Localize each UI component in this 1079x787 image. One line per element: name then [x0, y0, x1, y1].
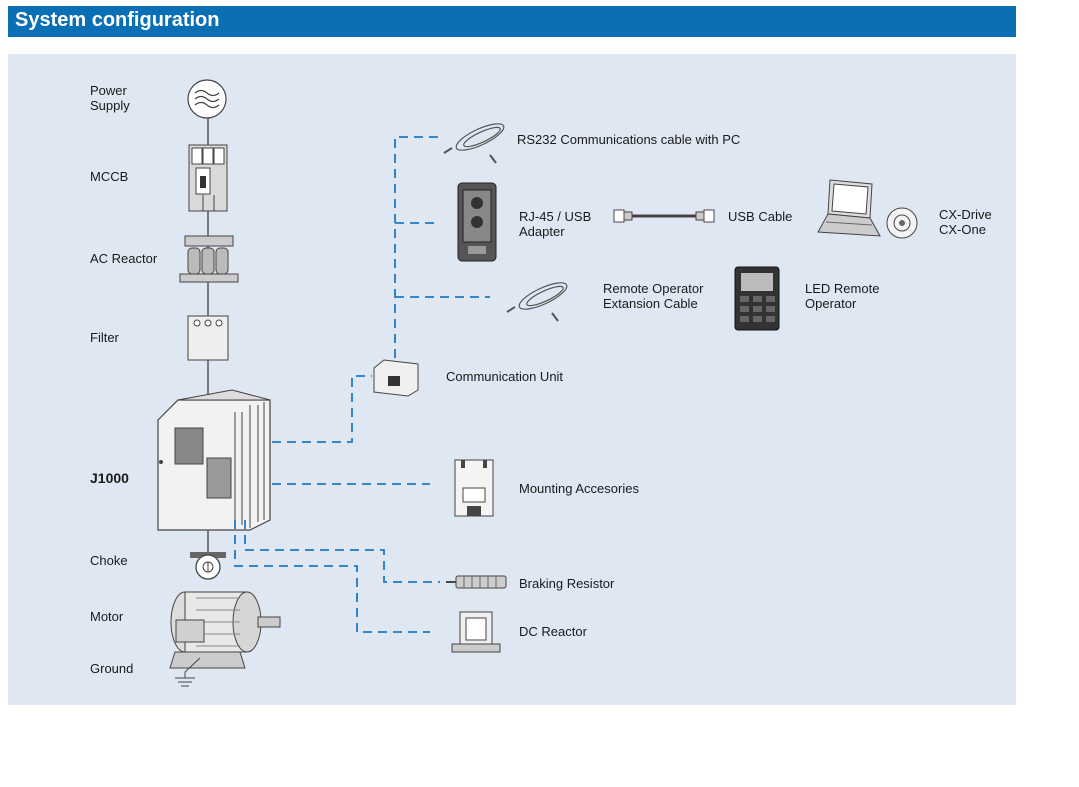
label-cx-one: CX-One	[939, 222, 986, 237]
mounting-accessories-icon	[454, 459, 494, 517]
label-communication-unit: Communication Unit	[446, 369, 564, 384]
label-mounting-accessories: Mounting Accesories	[519, 481, 639, 496]
section-header: System configuration	[8, 6, 1016, 37]
dc-reactor-icon	[451, 611, 501, 653]
motor-icon	[169, 591, 281, 669]
braking-resistor-icon	[446, 575, 507, 589]
usb-cable-icon	[613, 209, 715, 223]
label-cx-drive: CX-Drive	[939, 207, 992, 222]
diagram-panel	[8, 54, 1016, 705]
label-power-supply-2: Supply	[90, 98, 130, 113]
label-dc-reactor: DC Reactor	[519, 624, 587, 639]
label-ground: Ground	[90, 661, 134, 676]
label-motor: Motor	[90, 609, 124, 624]
label-power-supply-1: Power	[90, 83, 127, 98]
label-rj45-usb-1: RJ-45 / USB	[519, 209, 592, 224]
label-braking-resistor: Braking Resistor	[519, 576, 615, 591]
label-remote-ext-1: Remote Operator	[603, 281, 704, 296]
choke-icon	[190, 552, 226, 580]
dashed-connections	[234, 136, 490, 633]
cd-icon	[886, 207, 918, 239]
label-j1000: J1000	[90, 470, 129, 486]
label-rj45-usb-2: Adapter	[519, 224, 565, 239]
mccb-icon	[188, 144, 228, 212]
communication-unit-icon	[373, 359, 419, 397]
label-filter: Filter	[90, 330, 119, 345]
label-led-remote-2: Operator	[805, 296, 857, 311]
rj45-usb-adapter-icon	[457, 182, 497, 262]
ac-reactor-icon	[179, 235, 239, 283]
rs232-cable-icon	[443, 123, 505, 164]
laptop-icon	[817, 179, 881, 237]
label-choke: Choke	[90, 553, 128, 568]
label-led-remote-1: LED Remote	[805, 281, 880, 296]
led-remote-operator-icon	[734, 266, 780, 331]
power-supply-icon	[187, 79, 227, 119]
label-usb-cable: USB Cable	[728, 209, 793, 224]
j1000-drive-icon	[157, 389, 271, 531]
label-rs232-cable: RS232 Communications cable with PC	[517, 132, 741, 147]
label-ac-reactor: AC Reactor	[90, 251, 158, 266]
label-remote-ext-2: Extansion Cable	[603, 296, 698, 311]
remote-extension-cable-icon	[506, 282, 568, 322]
filter-icon	[187, 315, 229, 361]
label-mccb: MCCB	[90, 169, 129, 184]
ground-icon	[175, 657, 201, 687]
page-title: System configuration	[15, 9, 220, 31]
